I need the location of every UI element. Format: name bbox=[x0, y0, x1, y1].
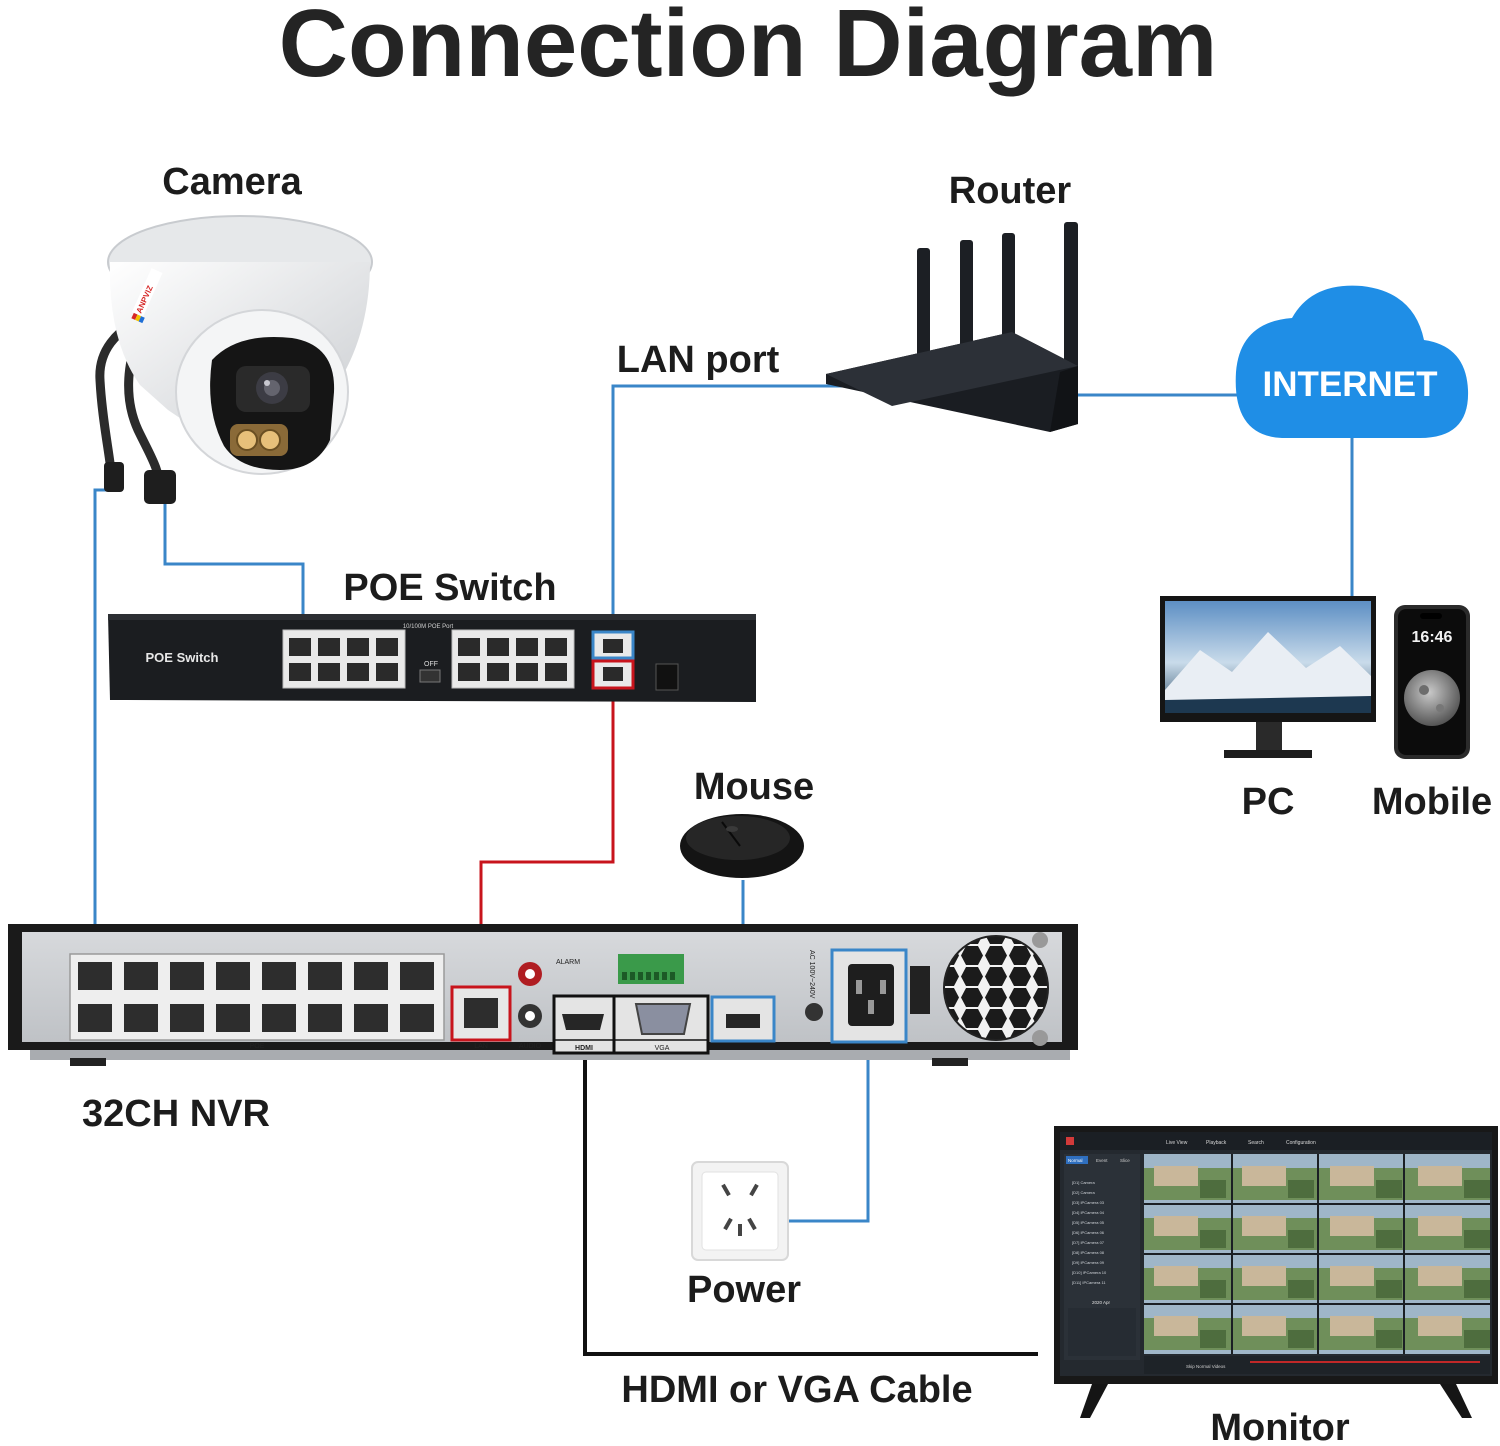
cables bbox=[93, 384, 1354, 1356]
monitor-cam-3: [D3] IPCamera 03 bbox=[1072, 1200, 1105, 1205]
internet-label: INTERNET bbox=[1263, 365, 1438, 404]
monitor-label: Monitor bbox=[1210, 1407, 1350, 1446]
mouse-label: Mouse bbox=[694, 766, 814, 808]
monitor-cam-7: [D7] IPCamera 07 bbox=[1072, 1240, 1105, 1245]
monitor-cam-2: [D2] Camera bbox=[1072, 1190, 1095, 1195]
mobile-label: Mobile bbox=[1372, 781, 1492, 823]
cable-label: HDMI or VGA Cable bbox=[621, 1369, 972, 1411]
monitor-side-slice: Slice bbox=[1120, 1158, 1130, 1163]
svg-text:OFF: OFF bbox=[424, 661, 438, 668]
switch-badge: POE Switch bbox=[146, 650, 219, 665]
nvr-ac-text: AC 100V~240V bbox=[808, 950, 815, 999]
page-title: Connection Diagram bbox=[279, 0, 1218, 97]
nvr-label: 32CH NVR bbox=[82, 1093, 270, 1135]
pc-device: PC bbox=[1160, 596, 1376, 823]
nvr-alarm-text: ALARM bbox=[556, 959, 580, 966]
monitor-calendar: 2020 Apr bbox=[1092, 1300, 1111, 1305]
monitor-side-normal: Normal bbox=[1068, 1158, 1083, 1163]
nvr-vga-text: VGA bbox=[655, 1045, 670, 1052]
power-outlet: Power bbox=[687, 1161, 801, 1311]
switch-nvr-port bbox=[591, 659, 635, 690]
lan-port-label: LAN port bbox=[617, 339, 780, 381]
switch-port-caption: 10/100M POE Port bbox=[403, 624, 454, 630]
monitor-tab-search: Search bbox=[1248, 1140, 1264, 1146]
power-label: Power bbox=[687, 1269, 801, 1311]
phone-time: 16:46 bbox=[1412, 629, 1453, 646]
monitor-cam-11: [D11] IPCamera 11 bbox=[1072, 1280, 1106, 1285]
camera-to-nvr-cable bbox=[93, 488, 112, 957]
monitor-cam-8: [D8] IPCamera 08 bbox=[1072, 1250, 1105, 1255]
router-device: Router bbox=[826, 170, 1078, 432]
internet-cloud: INTERNET bbox=[1235, 285, 1469, 438]
monitor-tab-live: Live View bbox=[1166, 1140, 1188, 1146]
camera-label: Camera bbox=[162, 161, 302, 203]
poe-switch-device: POE Switch POE Switch 10/100M POE Port O… bbox=[108, 567, 756, 702]
monitor-cam-6: [D6] IPCamera 06 bbox=[1072, 1230, 1105, 1235]
monitor-cam-9: [D9] IPCamera 09 bbox=[1072, 1260, 1105, 1265]
monitor-cam-10: [D10] IPCamera 10 bbox=[1072, 1270, 1107, 1275]
router-to-switch-cable bbox=[611, 384, 850, 634]
nvr-to-power-cable bbox=[788, 1042, 870, 1223]
monitor-cam-1: [D1] Camera bbox=[1072, 1180, 1095, 1185]
monitor-side-event: Event bbox=[1096, 1158, 1108, 1163]
nvr-hdmi-text: HDMI bbox=[575, 1045, 593, 1052]
monitor-device: Live View Playback Search Configuration … bbox=[1054, 1126, 1498, 1446]
router-label: Router bbox=[949, 170, 1072, 212]
nvr-device: POE LAN AUDIO ALARM HDMI VGA AC 100V~240… bbox=[8, 924, 1078, 1135]
camera-to-switch-cable bbox=[163, 498, 305, 630]
mobile-device: 16:46 Mobile bbox=[1372, 605, 1492, 823]
nvr-lan-text: LAN bbox=[474, 1043, 488, 1050]
pc-label: PC bbox=[1242, 781, 1295, 823]
monitor-tab-config: Configuration bbox=[1286, 1140, 1316, 1146]
mouse-device: Mouse bbox=[680, 766, 814, 878]
monitor-cam-5: [D5] IPCamera 05 bbox=[1072, 1220, 1105, 1225]
monitor-footer: Skip Normal Videos bbox=[1186, 1364, 1226, 1369]
poe-switch-label: POE Switch bbox=[343, 567, 556, 609]
nvr-fan bbox=[943, 935, 1049, 1041]
monitor-tab-playback: Playback bbox=[1206, 1140, 1227, 1146]
monitor-cam-4: [D4] IPCamera 04 bbox=[1072, 1210, 1105, 1215]
nvr-audio-text: AUDIO bbox=[519, 1043, 542, 1050]
nvr-to-monitor-cable bbox=[583, 1052, 1038, 1356]
camera-device: Camera ANPVIZ bbox=[95, 161, 373, 504]
nvr-poe-text: POE bbox=[250, 1043, 265, 1050]
